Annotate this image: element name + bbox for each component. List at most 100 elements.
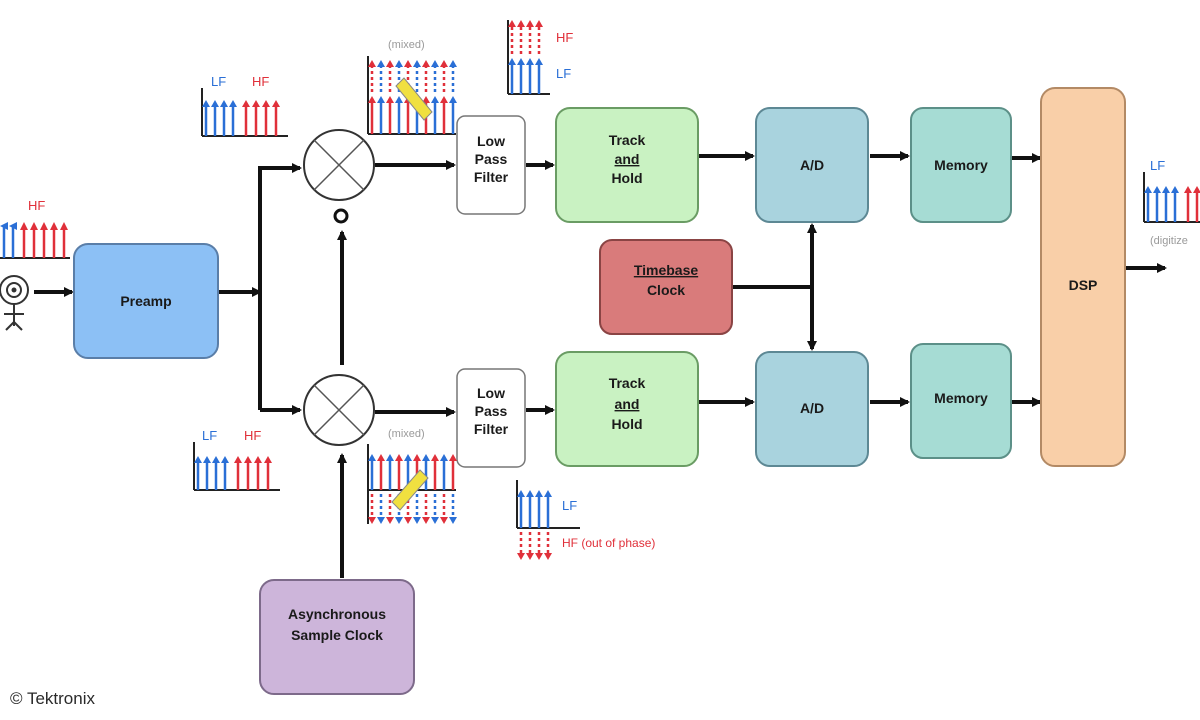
mixing-arrow-icon xyxy=(391,469,429,511)
arrowhead xyxy=(244,456,252,463)
arrowhead xyxy=(449,60,457,67)
mixing-arrow-icon xyxy=(395,77,433,121)
arrowhead xyxy=(544,490,552,497)
arrowhead xyxy=(264,456,272,463)
svg-text:Low: Low xyxy=(477,133,505,149)
arrowhead xyxy=(517,553,525,560)
svg-text:DSP: DSP xyxy=(1069,277,1098,293)
hf-label: HF xyxy=(556,30,573,45)
svg-text:Timebase: Timebase xyxy=(634,262,699,278)
svg-text:Filter: Filter xyxy=(474,421,509,437)
arrowhead xyxy=(229,100,237,107)
signal-wires xyxy=(34,151,1167,578)
lf-label: LF xyxy=(562,498,577,513)
arrowhead xyxy=(386,517,394,524)
arrowhead xyxy=(422,60,430,67)
arrowhead xyxy=(211,100,219,107)
arrowhead xyxy=(422,454,430,461)
arrowhead xyxy=(526,58,534,65)
hf-label: HF xyxy=(252,74,269,89)
arrowhead xyxy=(368,96,376,103)
arrowhead xyxy=(221,456,229,463)
arrowhead xyxy=(449,454,457,461)
arrowhead xyxy=(526,20,534,27)
arrowhead xyxy=(254,456,262,463)
async-sample-clock-block: Asynchronous Sample Clock xyxy=(259,579,415,695)
spectrum-bottom-left xyxy=(193,442,280,491)
arrowhead xyxy=(386,96,394,103)
svg-text:and: and xyxy=(615,151,640,167)
svg-text:and: and xyxy=(615,396,640,412)
arrowhead xyxy=(377,454,385,461)
arrowhead xyxy=(535,553,543,560)
arrowhead xyxy=(202,100,210,107)
spectrum-mixed-top xyxy=(367,56,457,135)
arrowhead xyxy=(413,517,421,524)
arrowhead xyxy=(440,60,448,67)
spectrum-input: HF xyxy=(0,198,70,259)
arrowhead xyxy=(395,517,403,524)
arrowhead xyxy=(431,60,439,67)
track-and-hold-top: Track and Hold xyxy=(555,107,699,223)
spectrum-filtered-top xyxy=(507,20,550,95)
arrowhead xyxy=(386,60,394,67)
arrowhead xyxy=(1153,186,1161,193)
svg-text:A/D: A/D xyxy=(800,157,824,173)
arrowhead xyxy=(526,553,534,560)
arrowhead xyxy=(517,58,525,65)
arrowhead xyxy=(252,100,260,107)
track-and-hold-bottom: Track and Hold xyxy=(555,351,699,467)
arrowhead xyxy=(220,100,228,107)
arrowhead xyxy=(404,454,412,461)
spectrum-top-left xyxy=(201,88,288,137)
lf-label: LF xyxy=(1150,158,1165,173)
svg-text:Hold: Hold xyxy=(611,170,642,186)
arrowhead xyxy=(404,60,412,67)
arrowhead xyxy=(1171,186,1179,193)
arrowhead xyxy=(377,96,385,103)
arrowhead xyxy=(1144,186,1152,193)
arrowhead xyxy=(212,456,220,463)
lf-label: LF xyxy=(556,66,571,81)
arrowhead xyxy=(422,96,430,103)
arrowhead xyxy=(508,58,516,65)
arrowhead xyxy=(194,456,202,463)
arrowhead xyxy=(203,456,211,463)
hf-out-of-phase-label: HF (out of phase) xyxy=(562,536,655,550)
svg-text:A/D: A/D xyxy=(800,400,824,416)
arrowhead xyxy=(431,454,439,461)
hf-label: HF xyxy=(244,428,261,443)
timebase-clock-block: Timebase Clock xyxy=(599,239,733,335)
svg-text:Memory: Memory xyxy=(934,390,988,406)
arrowhead xyxy=(395,454,403,461)
arrowhead xyxy=(377,60,385,67)
ad-converter-top: A/D xyxy=(755,107,869,223)
arrowhead xyxy=(413,60,421,67)
arrowhead xyxy=(368,454,376,461)
svg-text:Track: Track xyxy=(609,132,646,148)
arrowhead xyxy=(535,58,543,65)
arrowhead xyxy=(404,517,412,524)
arrowhead xyxy=(386,454,394,461)
arrowhead xyxy=(517,20,525,27)
spectrum-digitized xyxy=(1143,172,1200,223)
arrowhead xyxy=(517,490,525,497)
mixed-label: (mixed) xyxy=(388,428,425,440)
mixed-label: (mixed) xyxy=(388,39,425,51)
arrowhead xyxy=(508,20,516,27)
svg-text:Asynchronous: Asynchronous xyxy=(288,606,386,622)
mixer-bottom xyxy=(303,374,375,446)
low-pass-filter-top: Low Pass Filter xyxy=(456,115,526,215)
arrowhead xyxy=(422,517,430,524)
arrowhead xyxy=(526,490,534,497)
svg-text:Hold: Hold xyxy=(611,416,642,432)
preamp-label: Preamp xyxy=(120,293,171,309)
arrowhead xyxy=(272,100,280,107)
arrowhead xyxy=(440,96,448,103)
antenna-icon xyxy=(0,275,29,331)
arrowhead xyxy=(1193,186,1200,193)
arrowhead xyxy=(440,517,448,524)
arrowhead xyxy=(395,96,403,103)
memory-bottom: Memory xyxy=(910,343,1012,459)
